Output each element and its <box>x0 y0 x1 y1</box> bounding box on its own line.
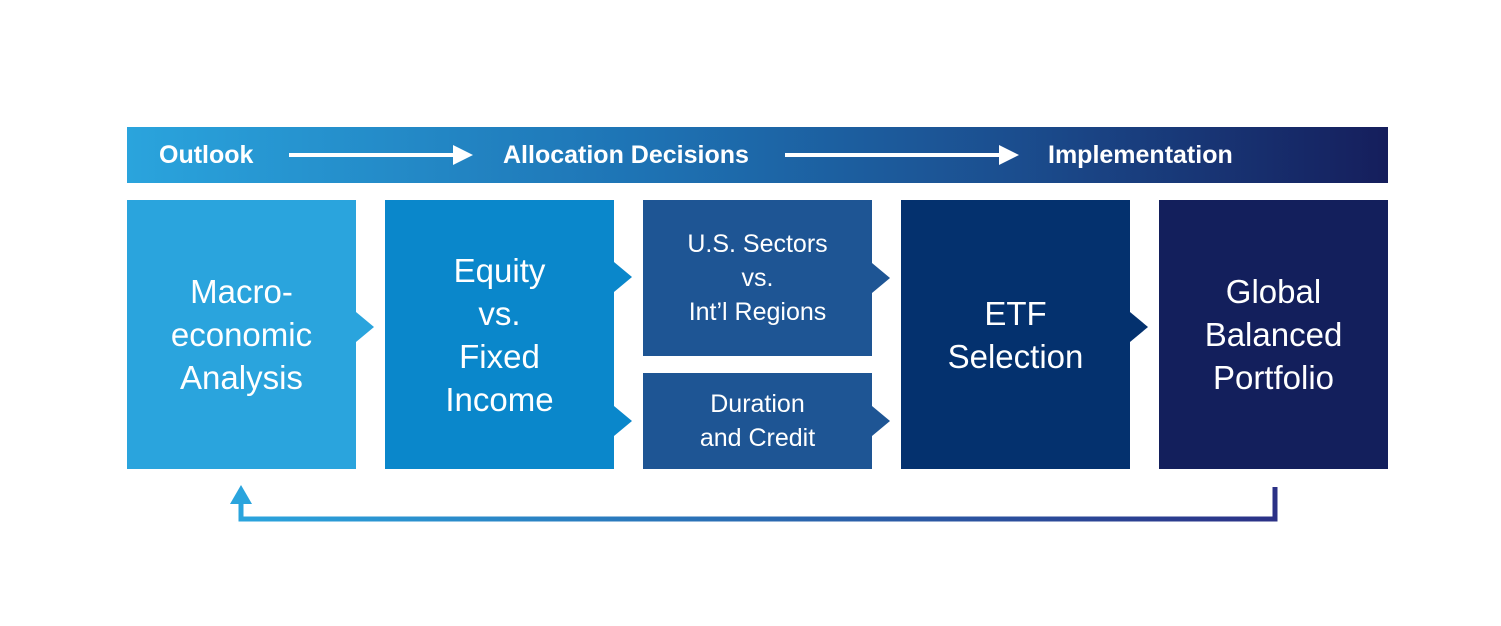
macro-analysis-box: Macro- economic Analysis <box>127 200 356 469</box>
equity-vs-fixed-income-label: Equity vs. Fixed Income <box>445 251 554 418</box>
equity-vs-fixed-income-box: Equity vs. Fixed Income <box>385 200 614 469</box>
chevron-right-icon <box>356 312 374 342</box>
stage-implementation-label: Implementation <box>1048 141 1233 169</box>
sectors-vs-regions-label: U.S. Sectors vs. Int’l Regions <box>687 230 828 326</box>
chevron-right-icon <box>1130 312 1148 342</box>
sectors-vs-regions-box: U.S. Sectors vs. Int’l Regions <box>643 200 872 356</box>
duration-and-credit-box: Duration and Credit <box>643 373 872 469</box>
global-balanced-portfolio-label: Global Balanced Portfolio <box>1204 273 1343 396</box>
stage-outlook-label: Outlook <box>159 141 254 169</box>
chevron-right-icon <box>614 262 632 292</box>
global-balanced-portfolio-box: Global Balanced Portfolio <box>1159 200 1388 469</box>
arrow-up-icon <box>230 485 252 504</box>
etf-selection-label: ETF Selection <box>947 294 1084 375</box>
duration-and-credit-label: Duration and Credit <box>699 390 816 452</box>
chevron-right-icon <box>872 406 890 436</box>
process-stage-bar: Outlook Allocation Decisions Implementat… <box>127 127 1388 183</box>
arrow-right-icon <box>289 145 473 165</box>
etf-selection-box: ETF Selection <box>901 200 1130 469</box>
arrow-right-icon <box>785 145 1019 165</box>
chevron-right-icon <box>614 406 632 436</box>
chevron-right-icon <box>872 263 890 293</box>
stage-allocation-label: Allocation Decisions <box>503 141 749 169</box>
macro-analysis-label: Macro- economic Analysis <box>170 273 313 396</box>
